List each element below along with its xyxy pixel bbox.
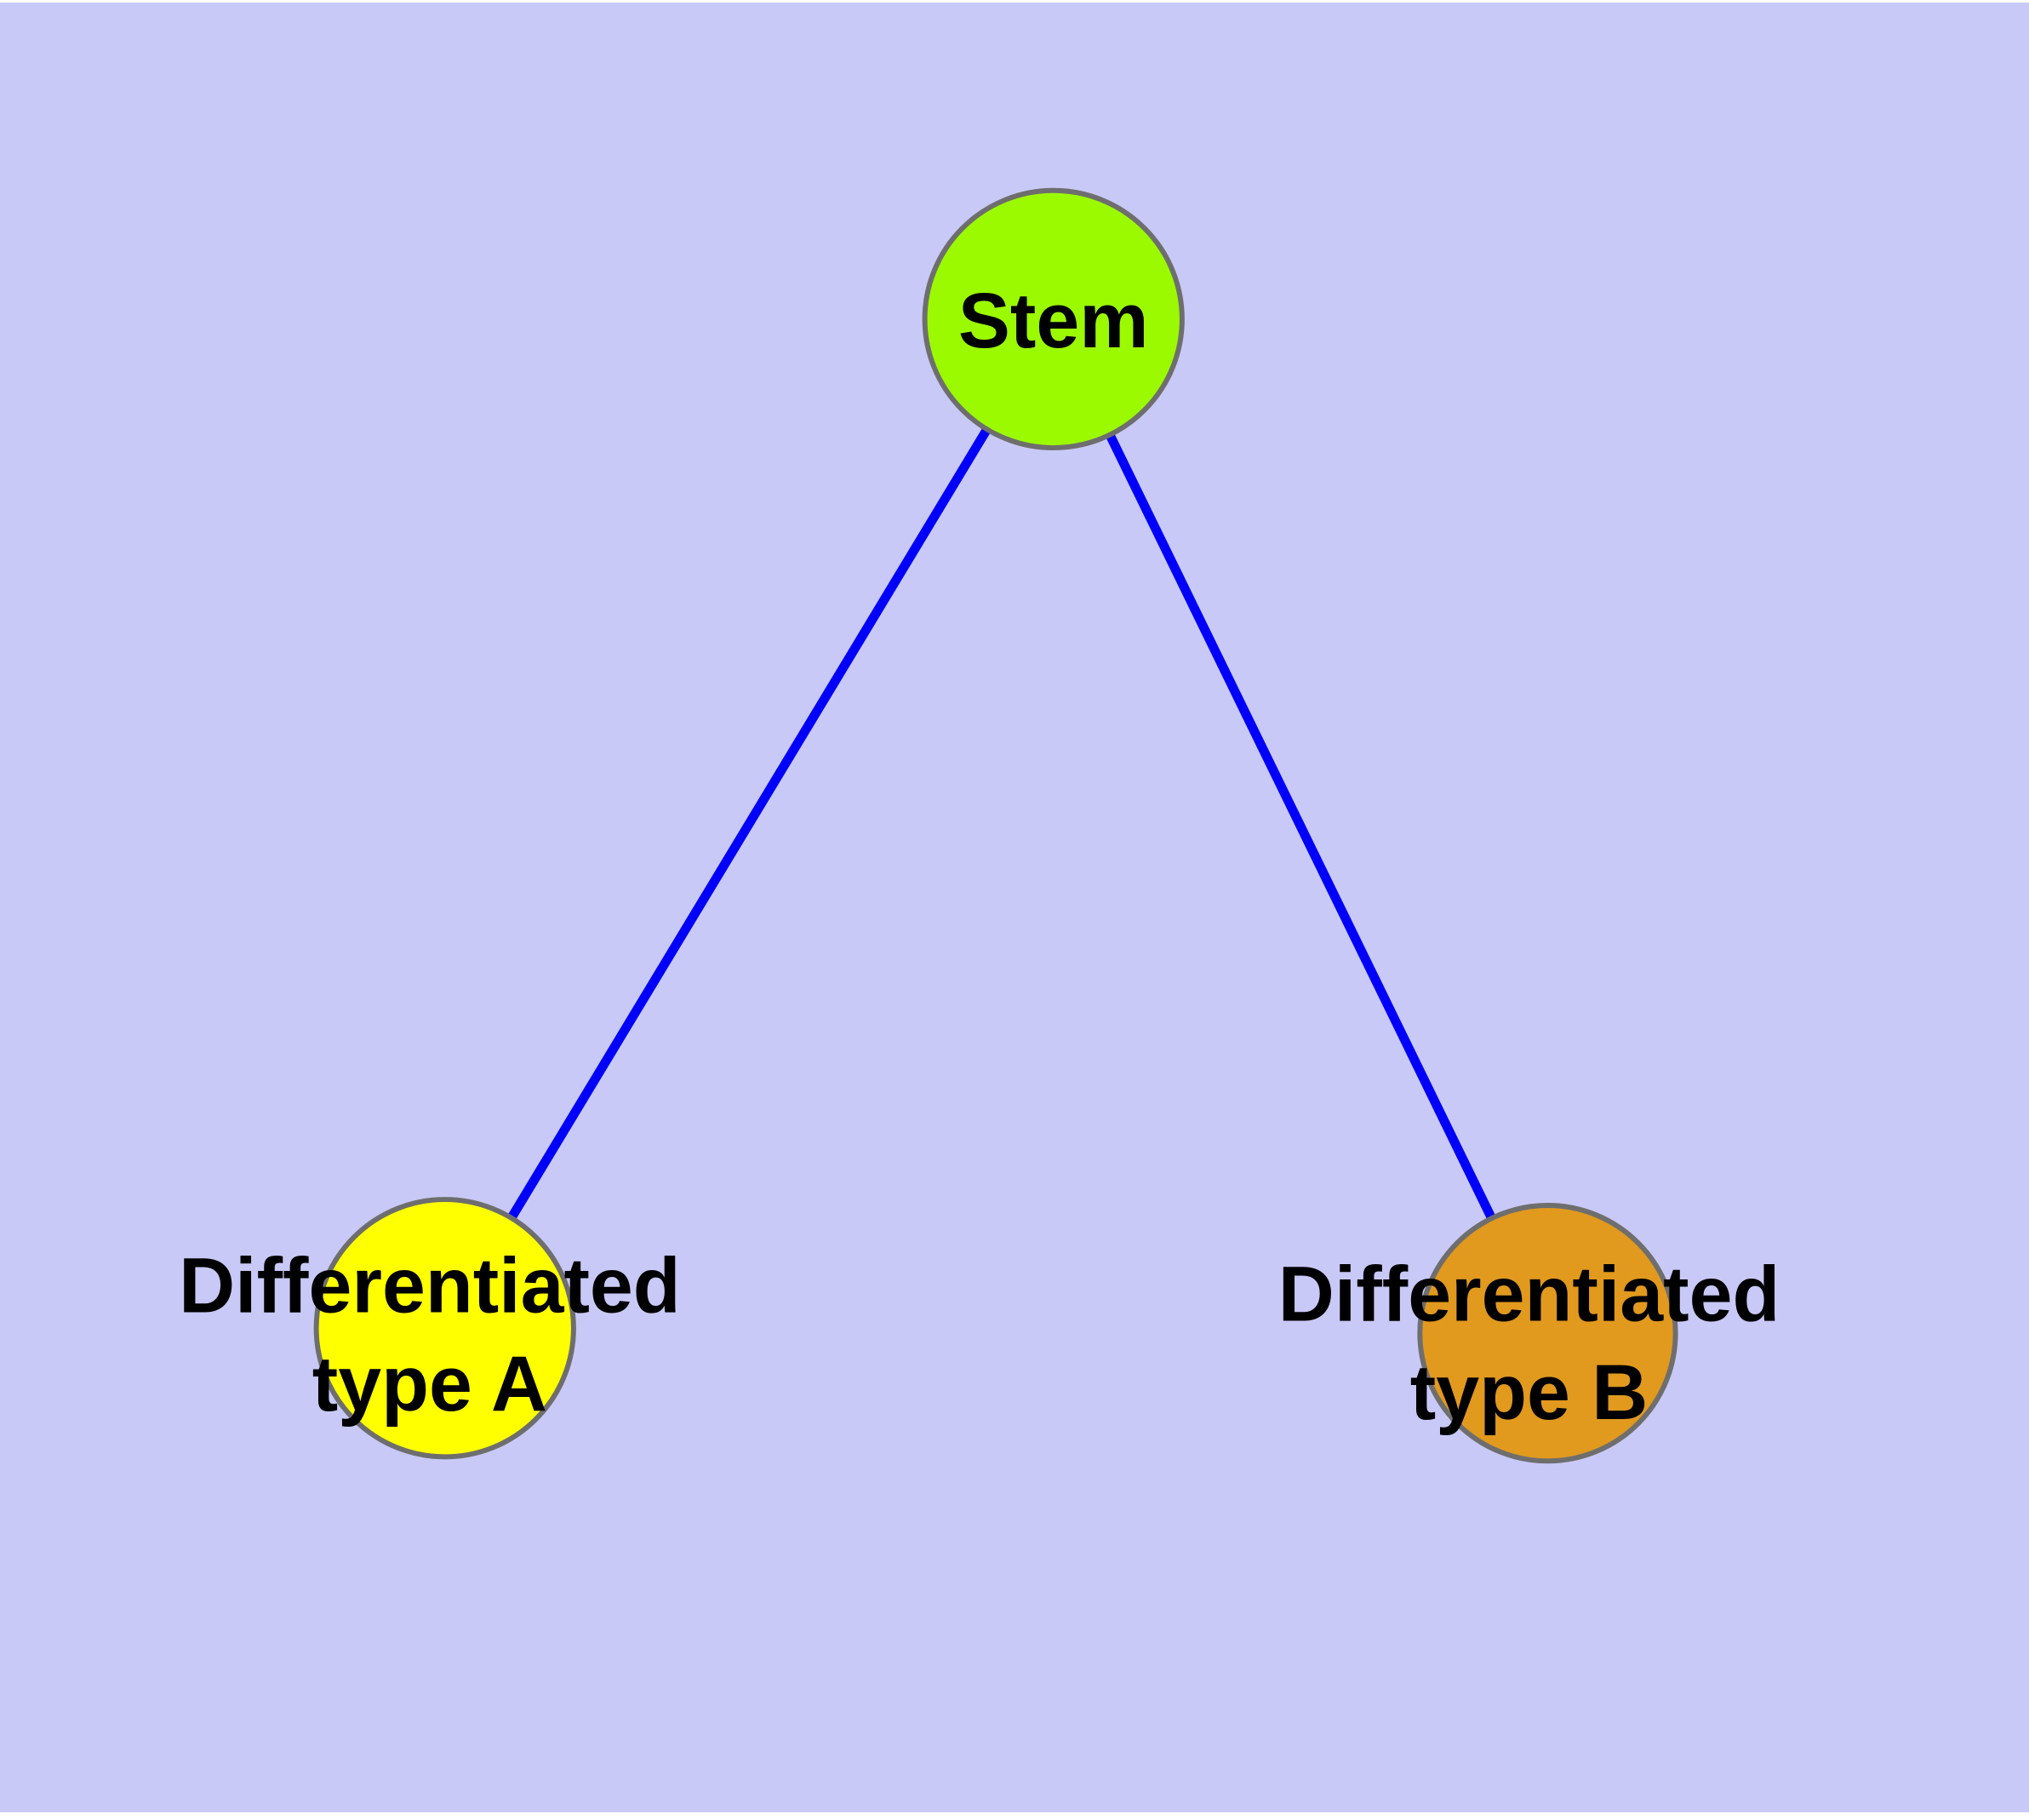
node-diff-b-circle [1417, 1203, 1678, 1464]
node-diff-a-circle [313, 1197, 576, 1460]
node-diff-a-label: Differentiated type A [179, 1242, 681, 1427]
node-stem-label: Stem [958, 278, 1149, 364]
node-stem-label-line-0: Stem [958, 278, 1149, 364]
node-diff-a-label-line-1: type A [312, 1341, 547, 1428]
node-diff-b-label: Differentiated type B [1278, 1251, 1780, 1435]
node-stem-circle [922, 187, 1185, 451]
node-diff-a-label-line-0: Differentiated [179, 1242, 681, 1329]
edge-stem-to-diff-b [1049, 317, 1552, 1336]
edge-stem-to-diff-a [441, 317, 1058, 1331]
node-diff-b-label-line-1: type B [1410, 1349, 1649, 1436]
node-diff-b-label-line-0: Differentiated [1278, 1251, 1780, 1337]
